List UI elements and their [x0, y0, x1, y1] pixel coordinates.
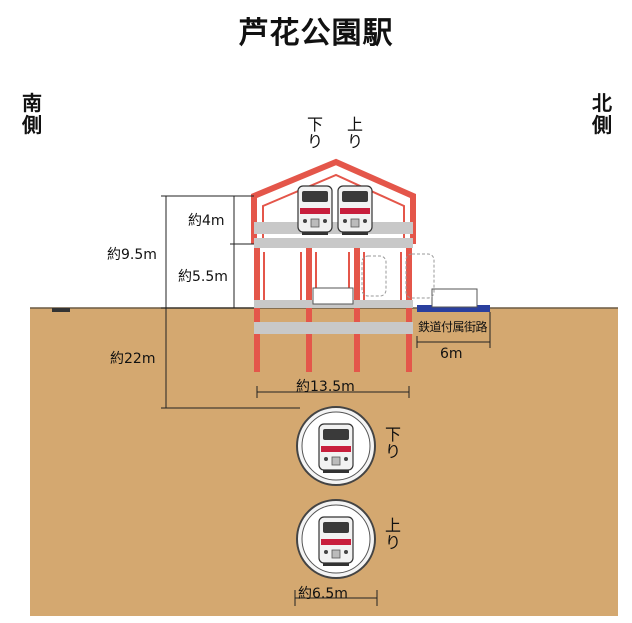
upper-outbound-label: 下り	[306, 115, 323, 151]
dimension-lines	[161, 195, 491, 606]
upper-train-outbound	[297, 185, 333, 235]
tunnel-train-outbound	[318, 423, 354, 473]
structure-width-label: 約13.5m	[296, 379, 355, 395]
ground-slab	[254, 322, 413, 334]
tunnel-outbound-label: 下り	[384, 425, 401, 461]
upper-inbound-label: 上り	[346, 115, 363, 151]
tunnel-inbound-label: 上り	[384, 516, 401, 552]
lower-level-height-label: 約5.5m	[178, 269, 228, 285]
tunnel-train-inbound	[318, 516, 354, 566]
road-width-label: 6m	[440, 346, 463, 362]
upper-deck-height-label: 約4m	[188, 213, 225, 229]
ground-marker	[52, 308, 70, 312]
road-surface	[417, 305, 490, 312]
ground-car	[312, 287, 354, 305]
depth-label: 約22m	[110, 351, 156, 367]
upper-slab	[254, 222, 413, 234]
upper-deck-inner	[262, 173, 405, 244]
ghost-vehicle-2	[405, 253, 435, 299]
ghost-vehicle-1	[361, 255, 387, 297]
above-ground-height-label: 約9.5m	[107, 247, 157, 263]
diagram-title: 芦花公園駅	[238, 16, 394, 51]
lower-level-inner	[263, 252, 402, 300]
upper-train-inbound	[337, 185, 373, 235]
north-side-label: 北側	[592, 91, 612, 137]
mid-slab	[254, 238, 413, 248]
south-side-label: 南側	[22, 91, 42, 137]
road-label: 鉄道付属街路	[418, 320, 488, 334]
tunnel-diameter-label: 約6.5m	[298, 586, 348, 602]
road-block	[431, 288, 478, 308]
lower-level	[254, 248, 412, 372]
